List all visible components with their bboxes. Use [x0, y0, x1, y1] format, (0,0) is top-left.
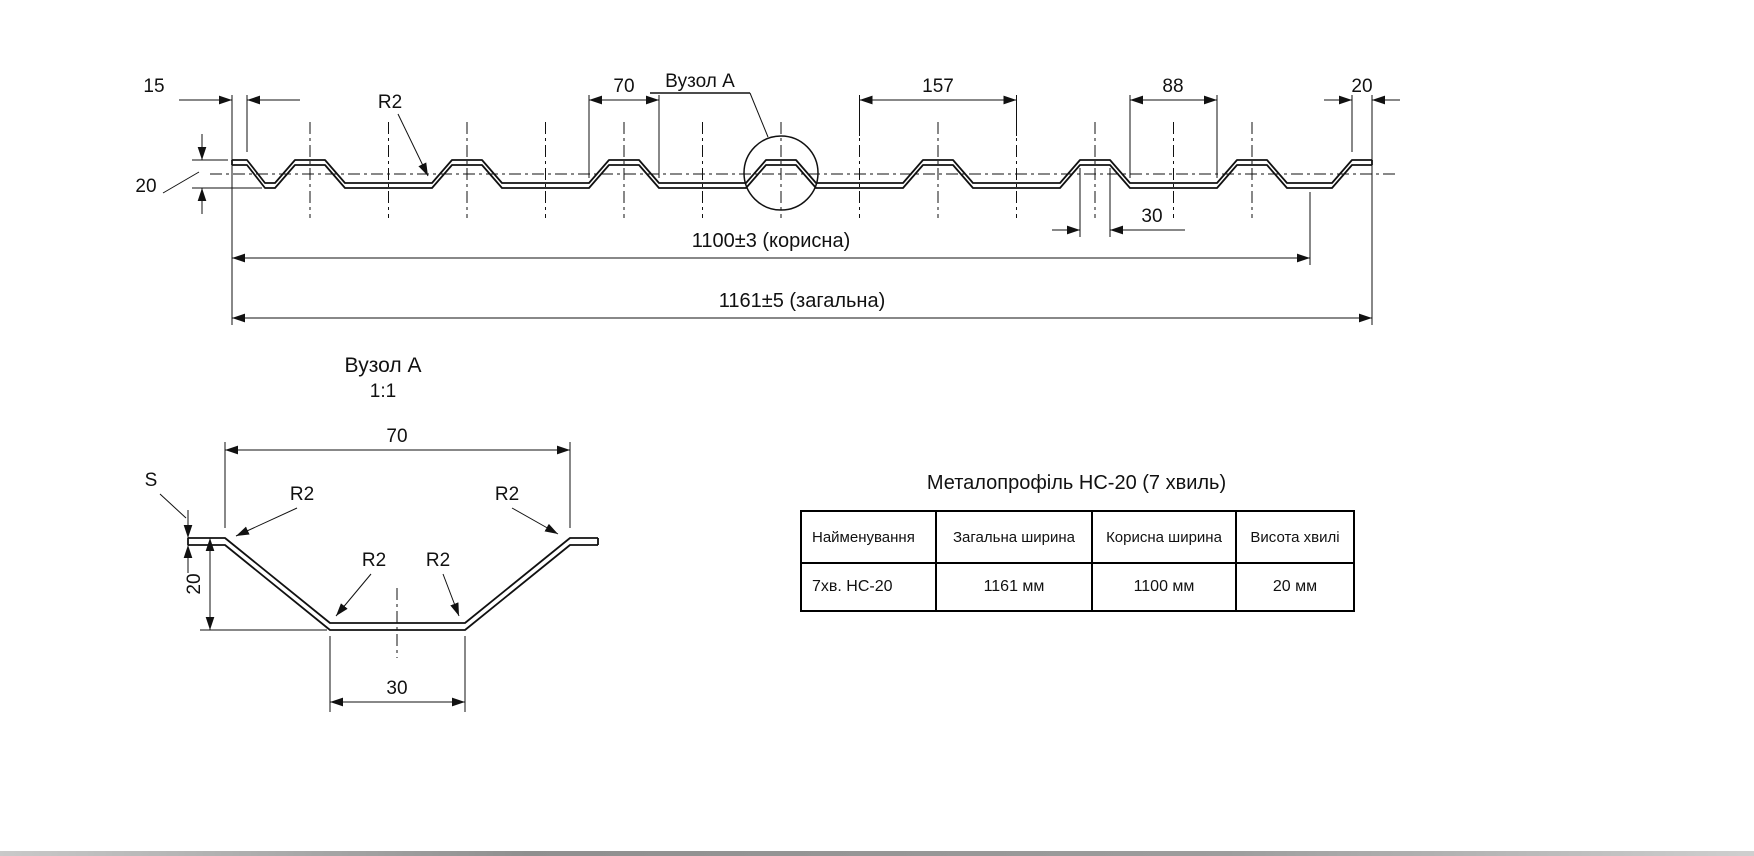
node-a-callout-circle — [743, 135, 819, 211]
spec-table-header-useful-width: Корисна ширина — [1091, 510, 1237, 564]
detail-view-node-a: Вузол А 1:1 — [145, 354, 599, 712]
detail-thickness-label: S — [145, 470, 158, 491]
extension-lines — [192, 95, 1373, 325]
spec-table-header-total-width: Загальна ширина — [935, 510, 1093, 564]
spec-table-cell-useful-width: 1100 мм — [1091, 562, 1237, 612]
dim-label-20-right: 20 — [1351, 76, 1372, 97]
spec-table-title: Металопрофіль НС-20 (7 хвиль) — [926, 472, 1227, 494]
spec-table-header-row: Найменування Загальна ширина Корисна шир… — [800, 510, 1355, 564]
detail-scale: 1:1 — [370, 381, 396, 402]
detail-dim-30: 30 — [386, 678, 407, 699]
detail-r2-bottom-left: R2 — [362, 550, 386, 571]
node-a-leader-line — [749, 92, 769, 138]
dim-label-useful-width: 1100±3 (корисна) — [692, 230, 851, 252]
dim-label-15: 15 — [143, 76, 164, 97]
r2-label-main: R2 — [378, 92, 402, 113]
spec-table-cell-wave-height: 20 мм — [1235, 562, 1355, 612]
spec-table-header-name: Найменування — [800, 510, 937, 564]
spec-table-data-row: 7хв. НС-20 1161 мм 1100 мм 20 мм — [800, 562, 1355, 612]
node-a-label: Вузол А — [665, 71, 735, 92]
spec-table: Найменування Загальна ширина Корисна шир… — [800, 510, 1355, 612]
spec-table-cell-total-width: 1161 мм — [935, 562, 1093, 612]
dim-label-total-width: 1161±5 (загальна) — [719, 290, 886, 312]
dim-label-20-height: 20 — [135, 176, 156, 197]
dim-label-30: 30 — [1141, 206, 1162, 227]
spec-table-header-wave-height: Висота хвилі — [1235, 510, 1355, 564]
scan-edge-strip — [0, 851, 1754, 856]
main-profile-view: 15 R2 70 Вузол А 157 88 20 20 30 1100±3 … — [135, 71, 1400, 325]
detail-dimension-lines — [159, 445, 570, 707]
spec-table-cell-name: 7хв. НС-20 — [800, 562, 937, 612]
detail-sheet-outline — [187, 537, 599, 631]
detail-r2-bottom-right: R2 — [426, 550, 450, 571]
detail-title: Вузол А — [345, 354, 422, 377]
spec-table-block: Металопрофіль НС-20 (7 хвиль) Найменуван… — [800, 472, 1355, 612]
detail-r2-top-right: R2 — [495, 484, 519, 505]
detail-r2-top-left: R2 — [290, 484, 314, 505]
detail-dim-20: 20 — [184, 573, 205, 594]
dim-label-157: 157 — [922, 76, 954, 97]
dimension-lines — [162, 95, 1400, 323]
detail-extension-lines — [200, 442, 571, 712]
dim-label-70: 70 — [613, 76, 634, 97]
detail-dim-70: 70 — [386, 426, 407, 447]
dim-label-88: 88 — [1162, 76, 1183, 97]
